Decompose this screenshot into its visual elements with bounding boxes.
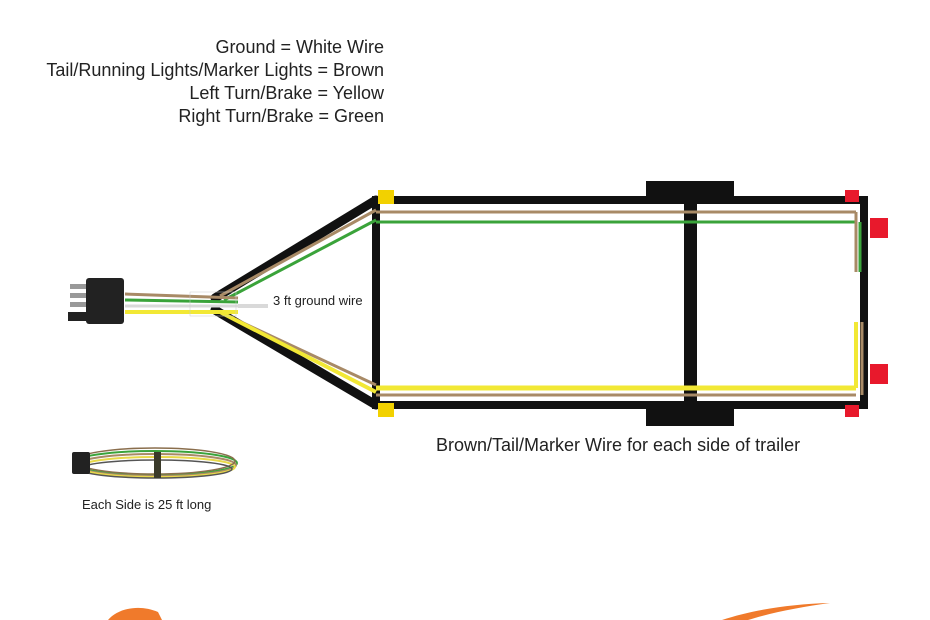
left-side-wires bbox=[376, 322, 864, 397]
trailer-axle bbox=[646, 181, 734, 426]
front-left-amber-light bbox=[378, 403, 394, 417]
coil-length-label: Each Side is 25 ft long bbox=[82, 497, 212, 512]
rear-right-marker-light bbox=[845, 190, 859, 202]
logo-swoosh bbox=[108, 603, 830, 620]
legend-ground: Ground = White Wire bbox=[215, 37, 384, 57]
connector-harness bbox=[124, 291, 268, 317]
four-way-plug-icon bbox=[68, 278, 124, 324]
legend-left-turn: Left Turn/Brake = Yellow bbox=[189, 83, 384, 103]
wire-coil-icon bbox=[72, 447, 238, 479]
left-tail-light bbox=[870, 364, 888, 384]
right-side-wires bbox=[376, 210, 862, 272]
trailer-tongue bbox=[210, 195, 381, 410]
marker-lights bbox=[378, 190, 888, 417]
legend-tail-lights: Tail/Running Lights/Marker Lights = Brow… bbox=[46, 60, 384, 80]
legend-right-turn: Right Turn/Brake = Green bbox=[178, 106, 384, 126]
ground-wire-label: 3 ft ground wire bbox=[273, 293, 363, 308]
rear-left-marker-light bbox=[845, 405, 859, 417]
tongue-wires bbox=[219, 208, 377, 394]
wire-color-legend: Ground = White Wire Tail/Running Lights/… bbox=[0, 36, 384, 128]
right-tail-light bbox=[870, 218, 888, 238]
trailer-frame bbox=[372, 196, 868, 409]
trailer-wire-label: Brown/Tail/Marker Wire for each side of … bbox=[436, 435, 801, 455]
front-right-amber-light bbox=[378, 190, 394, 204]
